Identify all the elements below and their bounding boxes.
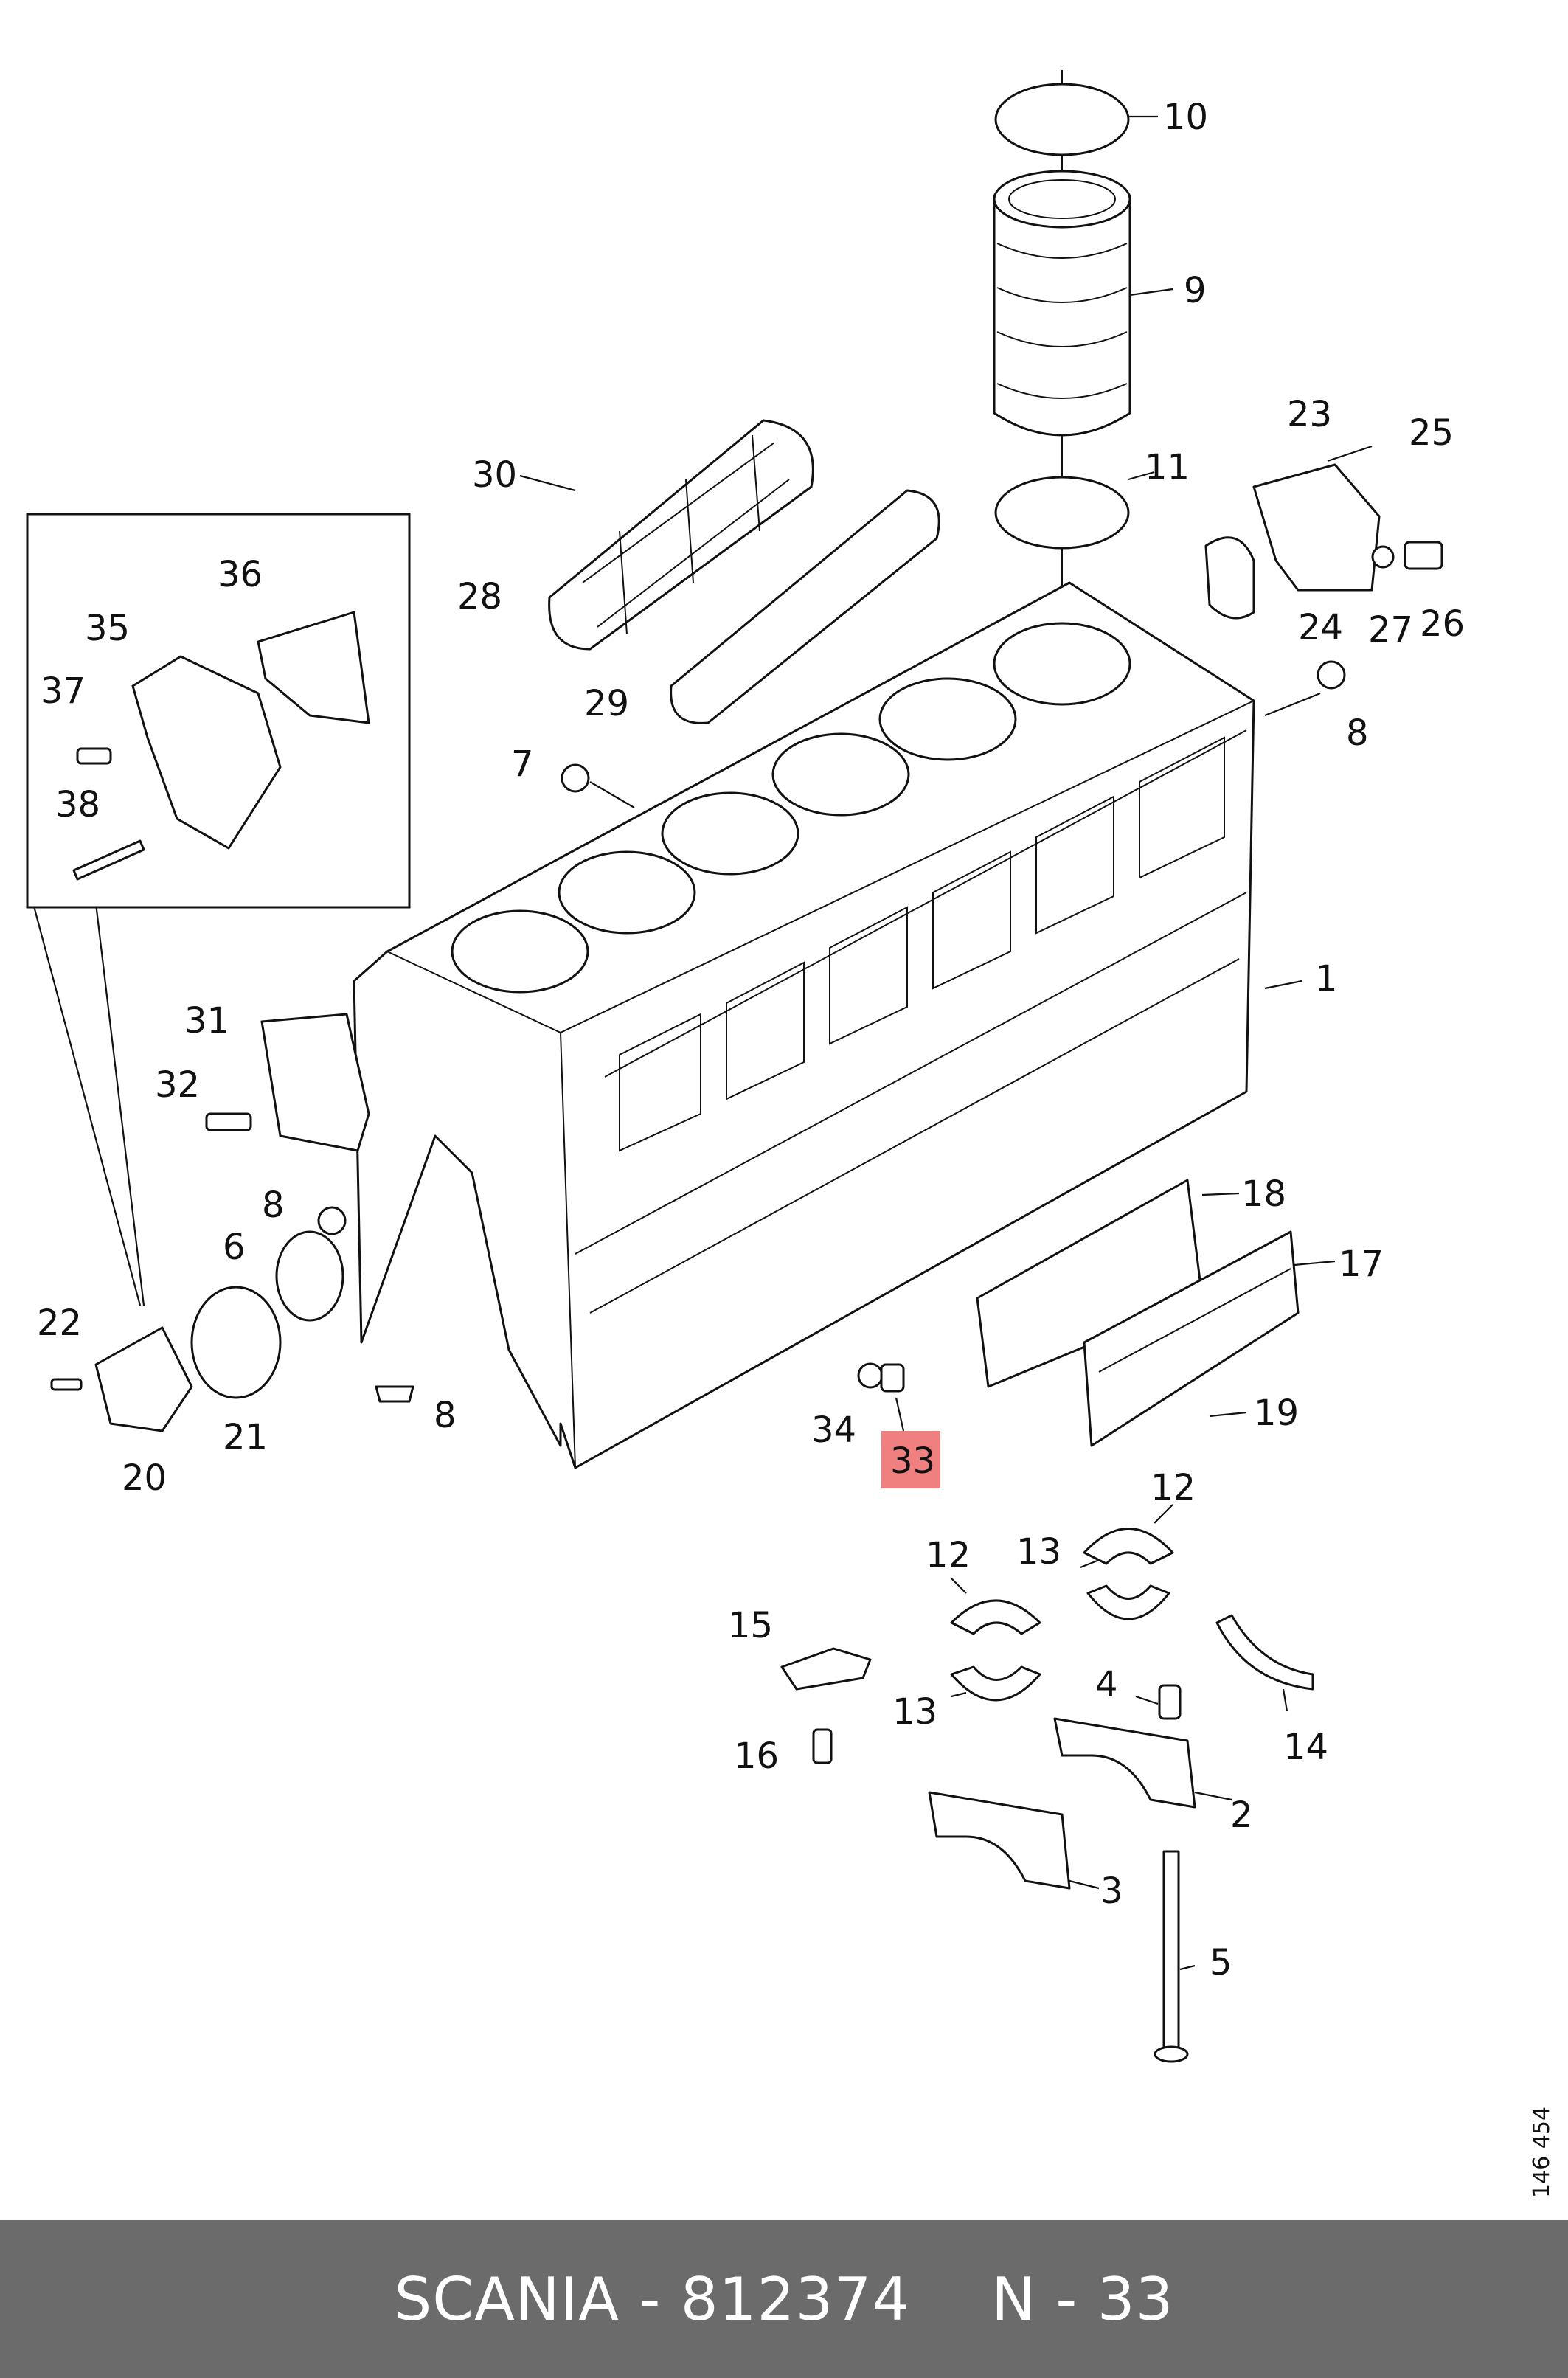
plug-8-left [317, 1206, 347, 1235]
gasket-36 [257, 611, 370, 724]
inspection-gasket [670, 489, 940, 724]
shell-12-upper [1083, 1528, 1174, 1565]
plug-33 [880, 1363, 905, 1393]
callout-33: 33 [890, 1441, 935, 1482]
plug-7 [561, 763, 590, 793]
inspection-cover [548, 419, 814, 651]
inset-box [26, 513, 411, 909]
thrust-washer-14 [1215, 1614, 1314, 1691]
plug-8-bottom [375, 1385, 414, 1403]
callout-32: 32 [155, 1064, 200, 1106]
plug-8-top [1317, 660, 1346, 690]
cylinder-liner [993, 194, 1131, 437]
plug [1404, 541, 1443, 570]
washer [1371, 545, 1395, 569]
engine-block [353, 581, 1255, 1469]
callout-22: 22 [37, 1303, 82, 1344]
footer-brand-part: SCANIA - 812374 [394, 2264, 911, 2334]
shell-13-upper [1086, 1584, 1170, 1620]
callout-10: 10 [1163, 97, 1208, 138]
callout-2: 2 [1230, 1795, 1253, 1836]
callout-8-bottom: 8 [434, 1395, 457, 1436]
callout-23: 23 [1287, 394, 1332, 435]
dowel-4 [1158, 1684, 1182, 1720]
footer-bar: SCANIA - 812374 N - 33 [0, 2220, 1568, 2378]
shell-13-lower [950, 1665, 1041, 1702]
footer-position: N - 33 [991, 2264, 1174, 2334]
callout-35: 35 [85, 608, 130, 649]
callout-16: 16 [734, 1736, 779, 1777]
bearing-cap-2 [1053, 1717, 1196, 1809]
seal-ring-11 [994, 476, 1130, 550]
seal-ring-10 [994, 83, 1130, 156]
bearing-cap-3 [928, 1791, 1071, 1890]
callout-38: 38 [55, 784, 100, 825]
washer-34 [857, 1362, 884, 1389]
callout-17: 17 [1339, 1244, 1384, 1285]
callout-8-left: 8 [262, 1185, 285, 1226]
bolt-37 [76, 747, 112, 765]
callout-11: 11 [1145, 447, 1190, 488]
nozzle-15 [780, 1647, 872, 1691]
plate-31 [260, 1013, 370, 1152]
gasket-21 [190, 1286, 282, 1399]
callout-34: 34 [811, 1410, 856, 1451]
side-cover-group [976, 1179, 1300, 1447]
callout-13-upper: 13 [1016, 1531, 1061, 1573]
callout-37: 37 [41, 670, 86, 712]
inspection-cover-group [519, 419, 940, 724]
callout-5: 5 [1210, 1942, 1232, 1983]
callout-28: 28 [457, 576, 502, 617]
leader-lines [589, 115, 1336, 1971]
bolt-5 [1162, 1850, 1180, 2052]
cylinder-liner-group [993, 70, 1131, 708]
callout-31: 31 [184, 1000, 229, 1041]
bracket-35 [131, 655, 282, 850]
shell-12-lower [950, 1599, 1041, 1635]
callout-25: 25 [1409, 412, 1454, 454]
pump-20 [94, 1326, 193, 1432]
callout-19: 19 [1254, 1393, 1299, 1434]
bolt-32 [205, 1112, 252, 1131]
callout-1: 1 [1315, 958, 1338, 999]
bolt-38 [72, 839, 145, 881]
callout-6: 6 [223, 1227, 246, 1268]
callout-21: 21 [223, 1417, 268, 1458]
side-cover [1083, 1230, 1300, 1447]
callout-3: 3 [1100, 1871, 1123, 1912]
callout-14: 14 [1283, 1727, 1328, 1768]
callout-4: 4 [1095, 1664, 1118, 1705]
callout-labels: 10 9 11 23 25 30 28 29 24 27 26 36 35 37… [37, 97, 1465, 1983]
callout-26: 26 [1420, 603, 1465, 645]
exploded-parts-diagram: 10 9 11 23 25 30 28 29 24 27 26 36 35 37… [26, 70, 1555, 2198]
seal-6 [275, 1230, 344, 1322]
callout-24: 24 [1298, 607, 1343, 648]
callout-15: 15 [728, 1605, 773, 1646]
bolt-16 [812, 1728, 833, 1764]
callout-12-upper: 12 [1151, 1467, 1196, 1508]
housing-gasket [1204, 536, 1255, 620]
highlight-box [881, 1431, 940, 1488]
callout-7: 7 [511, 743, 534, 785]
bolt-22 [50, 1378, 83, 1391]
callout-36: 36 [218, 554, 263, 595]
bearing-parts-group [780, 1528, 1314, 2063]
callout-8-top: 8 [1346, 713, 1369, 754]
front-parts-group [32, 903, 370, 1432]
callout-12-lower: 12 [926, 1535, 971, 1576]
callout-18: 18 [1241, 1174, 1286, 1215]
thermostat-housing-group [1204, 445, 1443, 620]
callout-20: 20 [122, 1457, 167, 1499]
diagram-reference-number: 146 454 [1529, 2107, 1555, 2198]
callout-13-lower: 13 [892, 1691, 937, 1733]
callout-27: 27 [1368, 609, 1413, 651]
callout-29: 29 [584, 683, 629, 724]
callout-9: 9 [1184, 270, 1207, 311]
callout-30: 30 [472, 454, 517, 496]
